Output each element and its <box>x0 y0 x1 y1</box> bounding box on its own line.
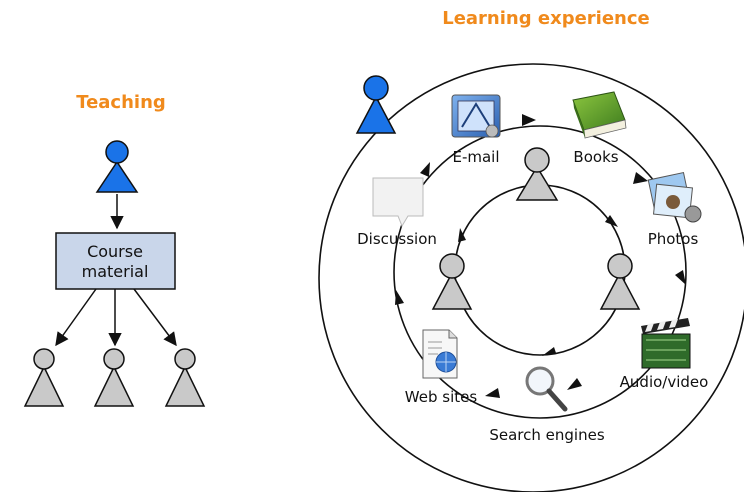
outer-boundary-circle <box>318 63 744 492</box>
magnifier-icon <box>525 366 568 412</box>
books-label: Books <box>573 148 618 166</box>
student-figure-1 <box>23 348 65 407</box>
audio-video-icon <box>641 318 691 369</box>
books-icon <box>572 91 627 139</box>
resource-ring <box>393 125 687 419</box>
student-figure-3 <box>164 348 206 407</box>
teacher-figure <box>95 140 139 193</box>
learner-figure-top <box>515 147 559 201</box>
discussion-label: Discussion <box>357 230 437 248</box>
course-material-line2: material <box>82 262 149 281</box>
email-icon <box>451 94 501 138</box>
speech-bubble-icon <box>372 177 424 228</box>
photos-icon <box>647 171 702 223</box>
search-engines-label: Search engines <box>489 426 604 444</box>
material-to-student-1-arrow <box>55 288 97 347</box>
learner-figure-right <box>599 253 641 310</box>
course-material-box: Course material <box>55 232 176 290</box>
email-label: E-mail <box>452 148 499 166</box>
material-to-student-3-arrow <box>133 288 177 347</box>
learner-figure-blue <box>355 75 397 134</box>
photos-label: Photos <box>648 230 699 248</box>
learner-figure-left <box>431 253 473 310</box>
resource-ring-arrows <box>395 114 686 398</box>
audio-video-label: Audio/video <box>620 373 709 391</box>
student-figure-2 <box>93 348 135 407</box>
learner-ring <box>454 184 626 356</box>
course-material-line1: Course <box>87 242 143 261</box>
teaching-title: Teaching <box>76 92 166 113</box>
learning-title: Learning experience <box>442 8 650 29</box>
web-sites-label: Web sites <box>405 388 478 406</box>
web-page-icon <box>422 329 458 379</box>
